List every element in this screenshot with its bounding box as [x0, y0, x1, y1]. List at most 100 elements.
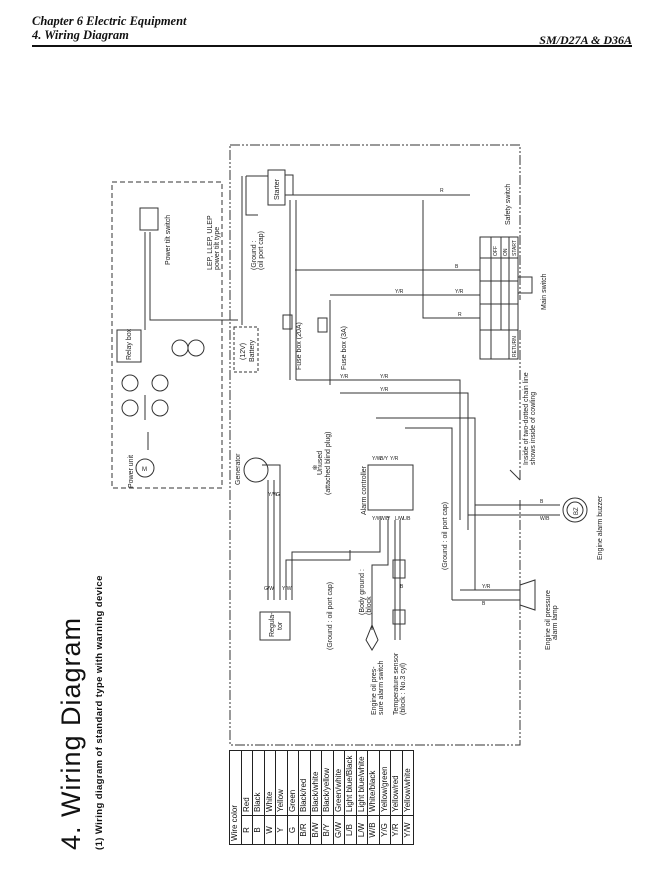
temp-sensor-label-2: (block : No.3 cyl)	[400, 663, 407, 715]
chain-note-label: Inside of two-dotted chain line	[523, 372, 530, 465]
fuse-20a-label: Fuse box (20A)	[296, 322, 303, 370]
power-tilt-switch-body	[139, 207, 159, 231]
cowling-boundary	[229, 144, 521, 746]
wire-code: R	[458, 312, 462, 318]
wire-tilt1	[149, 232, 238, 321]
relay-box-label: Relay box	[126, 328, 133, 360]
wire-code: Y/W	[268, 492, 278, 498]
battery-box	[233, 326, 259, 373]
wire-code: Y/R	[380, 374, 389, 380]
motor-relay	[151, 399, 169, 417]
temp-sensor-connector	[392, 559, 406, 579]
switch-off-label: OFF	[493, 246, 499, 256]
starter-label: Starter	[274, 178, 281, 200]
motor-relay	[121, 399, 139, 417]
power-tilt-type-label-2: power tilt type	[214, 227, 221, 270]
battery-label: Battery	[249, 339, 256, 362]
battery-voltage-label: (12V)	[240, 343, 247, 360]
oil-pressure-switch	[365, 623, 379, 651]
main-switch-label: Main switch	[541, 273, 548, 310]
unused-label-2: (attached blind plug)	[325, 432, 332, 495]
temp-sensor-label: Temperature sensor	[393, 652, 400, 715]
wire-generator	[262, 464, 281, 600]
oil-switch-label-2: sure alarm switch	[378, 660, 385, 715]
wire-code: R	[440, 188, 444, 194]
motor-relay	[151, 374, 169, 392]
wire-h4	[405, 427, 453, 600]
wire-code: Y/W	[282, 586, 292, 592]
wire-reg4	[291, 520, 381, 600]
alarm-controller-label: Alarm controller	[361, 465, 368, 515]
wire-code: B	[400, 584, 404, 590]
lamp-label-2: alarm lamp	[552, 605, 559, 640]
temp-sensor-body	[392, 609, 406, 625]
wire-code: B	[540, 499, 544, 505]
relay-box	[116, 329, 142, 363]
motor-symbol: M	[142, 467, 147, 473]
power-unit-label: Power unit	[128, 455, 135, 488]
header-rule	[32, 45, 632, 47]
page-header: Chapter 6 Electric Equipment 4. Wiring D…	[32, 14, 632, 47]
wire-code: B	[482, 601, 486, 607]
chapter-title: Chapter 6 Electric Equipment	[32, 14, 187, 28]
wire-code: Y/W	[372, 456, 382, 462]
wire-code: Y/R	[455, 289, 464, 295]
wire-code: Y/R	[380, 387, 389, 393]
ground-label-1: (Ground :	[251, 240, 258, 270]
power-tilt-switch-label: Power tilt switch	[165, 215, 172, 265]
switch-start-label: START	[512, 240, 518, 256]
power-unit-motor	[135, 458, 155, 478]
wire-code: W/B	[380, 516, 390, 522]
wire-safety-down	[422, 200, 480, 319]
wire-code: B/Y	[380, 456, 389, 462]
unused-label: Unused	[317, 451, 324, 475]
wire-oilswitch	[371, 520, 389, 630]
buzzer-symbol: BZ	[574, 507, 580, 515]
wire-h1	[296, 379, 461, 520]
wire-code: Y/W	[372, 516, 382, 522]
power-tilt-box	[111, 181, 223, 489]
ground-oil-cap-label-reg: (Ground : oil port cap)	[327, 582, 334, 650]
lamp-label: Engine oil pressure	[545, 590, 552, 650]
relay-circle	[187, 339, 205, 357]
switch-on-label: ON	[503, 248, 509, 256]
fuse-20a	[282, 314, 293, 330]
wire-reg3	[285, 550, 351, 600]
section-title: 4. Wiring Diagram	[32, 28, 129, 42]
power-tilt-type-label: LEP, LLEP, ULEP	[207, 215, 214, 270]
buzzer-label: Engine alarm buzzer	[597, 495, 604, 560]
wire-code: Y/R	[340, 374, 349, 380]
wire-ground-starter	[245, 175, 268, 216]
wire-code: G	[276, 492, 280, 498]
oil-switch-label: Engine oil pres-	[371, 666, 378, 715]
safety-switch-label: Safety switch	[505, 184, 512, 225]
wire-code: L/W	[395, 516, 404, 522]
body-ground-label: (Body ground :	[359, 569, 366, 615]
motor-relay	[121, 374, 139, 392]
generator-circle	[243, 457, 269, 483]
starter-terminal	[284, 174, 294, 196]
wire-code: Y/R	[482, 584, 491, 590]
wire-code: B	[455, 264, 459, 270]
regulator-label: Regula-	[269, 612, 276, 637]
body-ground-label-2: (block	[366, 596, 373, 615]
wire-code: G/W	[264, 586, 274, 592]
chain-note-label-2: shows inside of cowling	[530, 392, 537, 465]
regulator-box	[259, 611, 291, 641]
wire-h2	[340, 392, 469, 530]
fuse-3a-label: Fuse box (3A)	[341, 326, 348, 370]
ground-oil-cap-label: (Ground : oil port cap)	[442, 502, 449, 570]
wire-code: W/B	[540, 516, 550, 522]
regulator-label-2: tor	[277, 621, 284, 630]
wire-h3	[376, 417, 476, 590]
switch-return-label: RETURN	[512, 336, 518, 357]
main-switch-panel	[479, 236, 519, 360]
wire-code: L/B	[403, 516, 411, 522]
fuse-3a	[317, 317, 328, 333]
model-code: SM/D27A & D36A	[539, 33, 632, 47]
wire-code: Y/R	[395, 289, 404, 295]
main-switch-key	[517, 276, 533, 294]
generator-label: Generator	[235, 453, 242, 485]
wire-code: Y/R	[390, 456, 399, 462]
